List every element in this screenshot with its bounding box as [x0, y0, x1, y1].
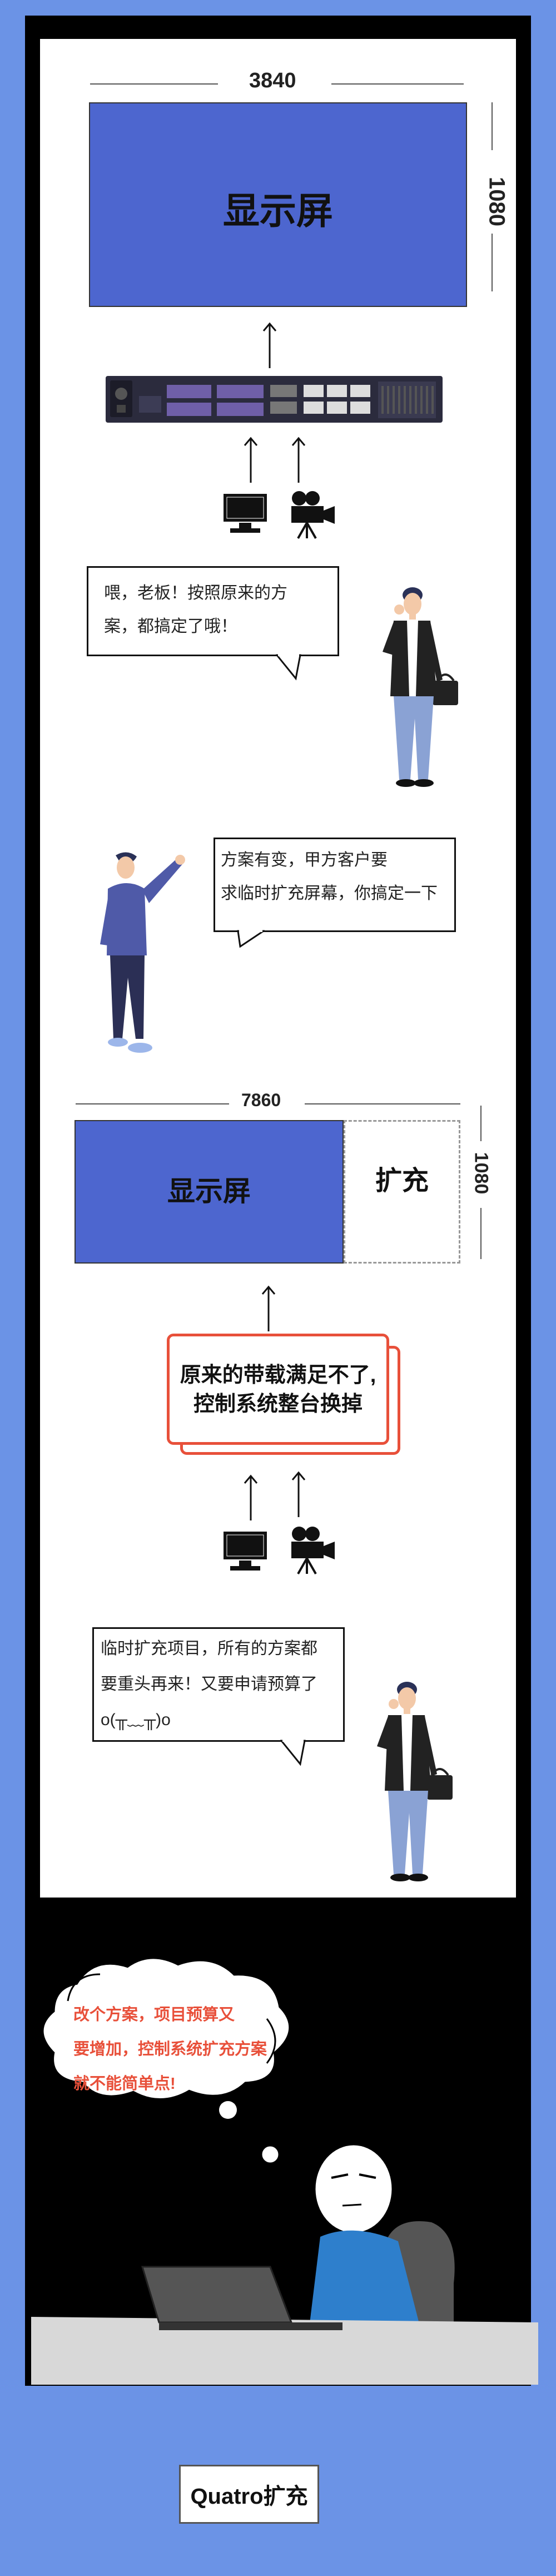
up-arrow-icon — [244, 437, 258, 483]
video-controller-device — [106, 376, 443, 423]
warning-line1: 原来的带载满足不了, — [180, 1364, 376, 1387]
speech-bubble-change-request-line1: 方案有变，甲方客户要 — [221, 851, 388, 869]
height-dimension-label: 1080 — [484, 177, 509, 226]
computer-monitor-icon — [224, 494, 267, 533]
speech-bubble-complaint: 临时扩充项目，所有的方案都 要重头再来！又要申请预算了 o(╥﹏╥)o — [92, 1627, 345, 1742]
speech-bubble-complaint-line3: o(╥﹏╥)o — [101, 1711, 171, 1729]
up-arrow-icon — [262, 322, 277, 368]
speech-bubble-tail — [276, 654, 301, 681]
width-dimension-label: 3840 — [249, 69, 296, 92]
speech-bubble-change-request: 方案有变，甲方客户要 求临时扩充屏幕，你搞定一下 — [214, 838, 456, 932]
extension-screen-label: 扩充 — [375, 1166, 429, 1196]
speech-bubble-complaint-line1: 临时扩充项目，所有的方案都 — [101, 1639, 317, 1658]
speech-bubble-report: 喂，老板！按照原来的方 案，都搞定了哦！ — [87, 566, 339, 656]
display-screen-label: 显示屏 — [223, 190, 333, 231]
man-on-phone-illustration — [377, 1682, 453, 1881]
height-dimension-line-bottom — [492, 234, 493, 291]
speech-bubble-tail — [237, 930, 265, 948]
thought-line1: 改个方案，项目预算又 — [73, 2006, 235, 2024]
thought-line3: 就不能简单点! — [73, 2075, 176, 2093]
width-dimension-line-right — [331, 83, 464, 85]
width-dimension-line-right — [305, 1103, 460, 1104]
display-screen: 显示屏 — [89, 102, 467, 307]
height-dimension-line-bottom — [480, 1208, 481, 1259]
frustrated-worker-illustration — [31, 2143, 538, 2385]
video-camera-icon — [291, 1527, 335, 1574]
quatro-expand-badge: Quatro扩充 — [179, 2465, 319, 2524]
width-dimension-line-left — [76, 1103, 229, 1104]
thought-cloud — [43, 1959, 289, 2119]
speech-bubble-tail — [280, 1740, 306, 1766]
computer-monitor-icon — [224, 1532, 267, 1571]
speech-bubble-report-line2: 案，都搞定了哦！ — [104, 617, 237, 636]
speech-bubble-report-line1: 喂，老板！按照原来的方 — [104, 584, 287, 602]
display-screen: 显示屏 — [75, 1120, 344, 1264]
thought-line2: 要增加，控制系统扩充方案 — [73, 2040, 267, 2058]
extension-screen-area: 扩充 — [344, 1120, 460, 1264]
height-dimension-label: 1080 — [470, 1152, 492, 1195]
speech-bubble-change-request-line2: 求临时扩充屏幕，你搞定一下 — [221, 884, 438, 903]
up-arrow-icon — [244, 1474, 258, 1520]
up-arrow-icon — [261, 1285, 276, 1331]
width-dimension-line-left — [90, 83, 218, 85]
thought-text: 改个方案，项目预算又 要增加，控制系统扩充方案 就不能简单点! — [73, 1998, 296, 2101]
warning-box: 原来的带载满足不了, 控制系统整台换掉 — [167, 1334, 389, 1445]
speech-bubble-complaint-line2: 要重头再来！又要申请预算了 — [101, 1675, 317, 1693]
width-dimension-label: 7860 — [241, 1090, 281, 1110]
quatro-expand-badge-label: Quatro扩充 — [190, 2484, 308, 2509]
height-dimension-line-top — [492, 102, 493, 150]
man-on-phone-illustration — [383, 587, 458, 787]
height-dimension-line-top — [480, 1106, 481, 1141]
client-pointing-illustration — [100, 852, 185, 1053]
display-screen-label: 显示屏 — [167, 1176, 251, 1207]
up-arrow-icon — [291, 437, 306, 483]
up-arrow-icon — [291, 1471, 306, 1517]
warning-line2: 控制系统整台换掉 — [193, 1393, 363, 1416]
video-camera-icon — [291, 491, 335, 539]
